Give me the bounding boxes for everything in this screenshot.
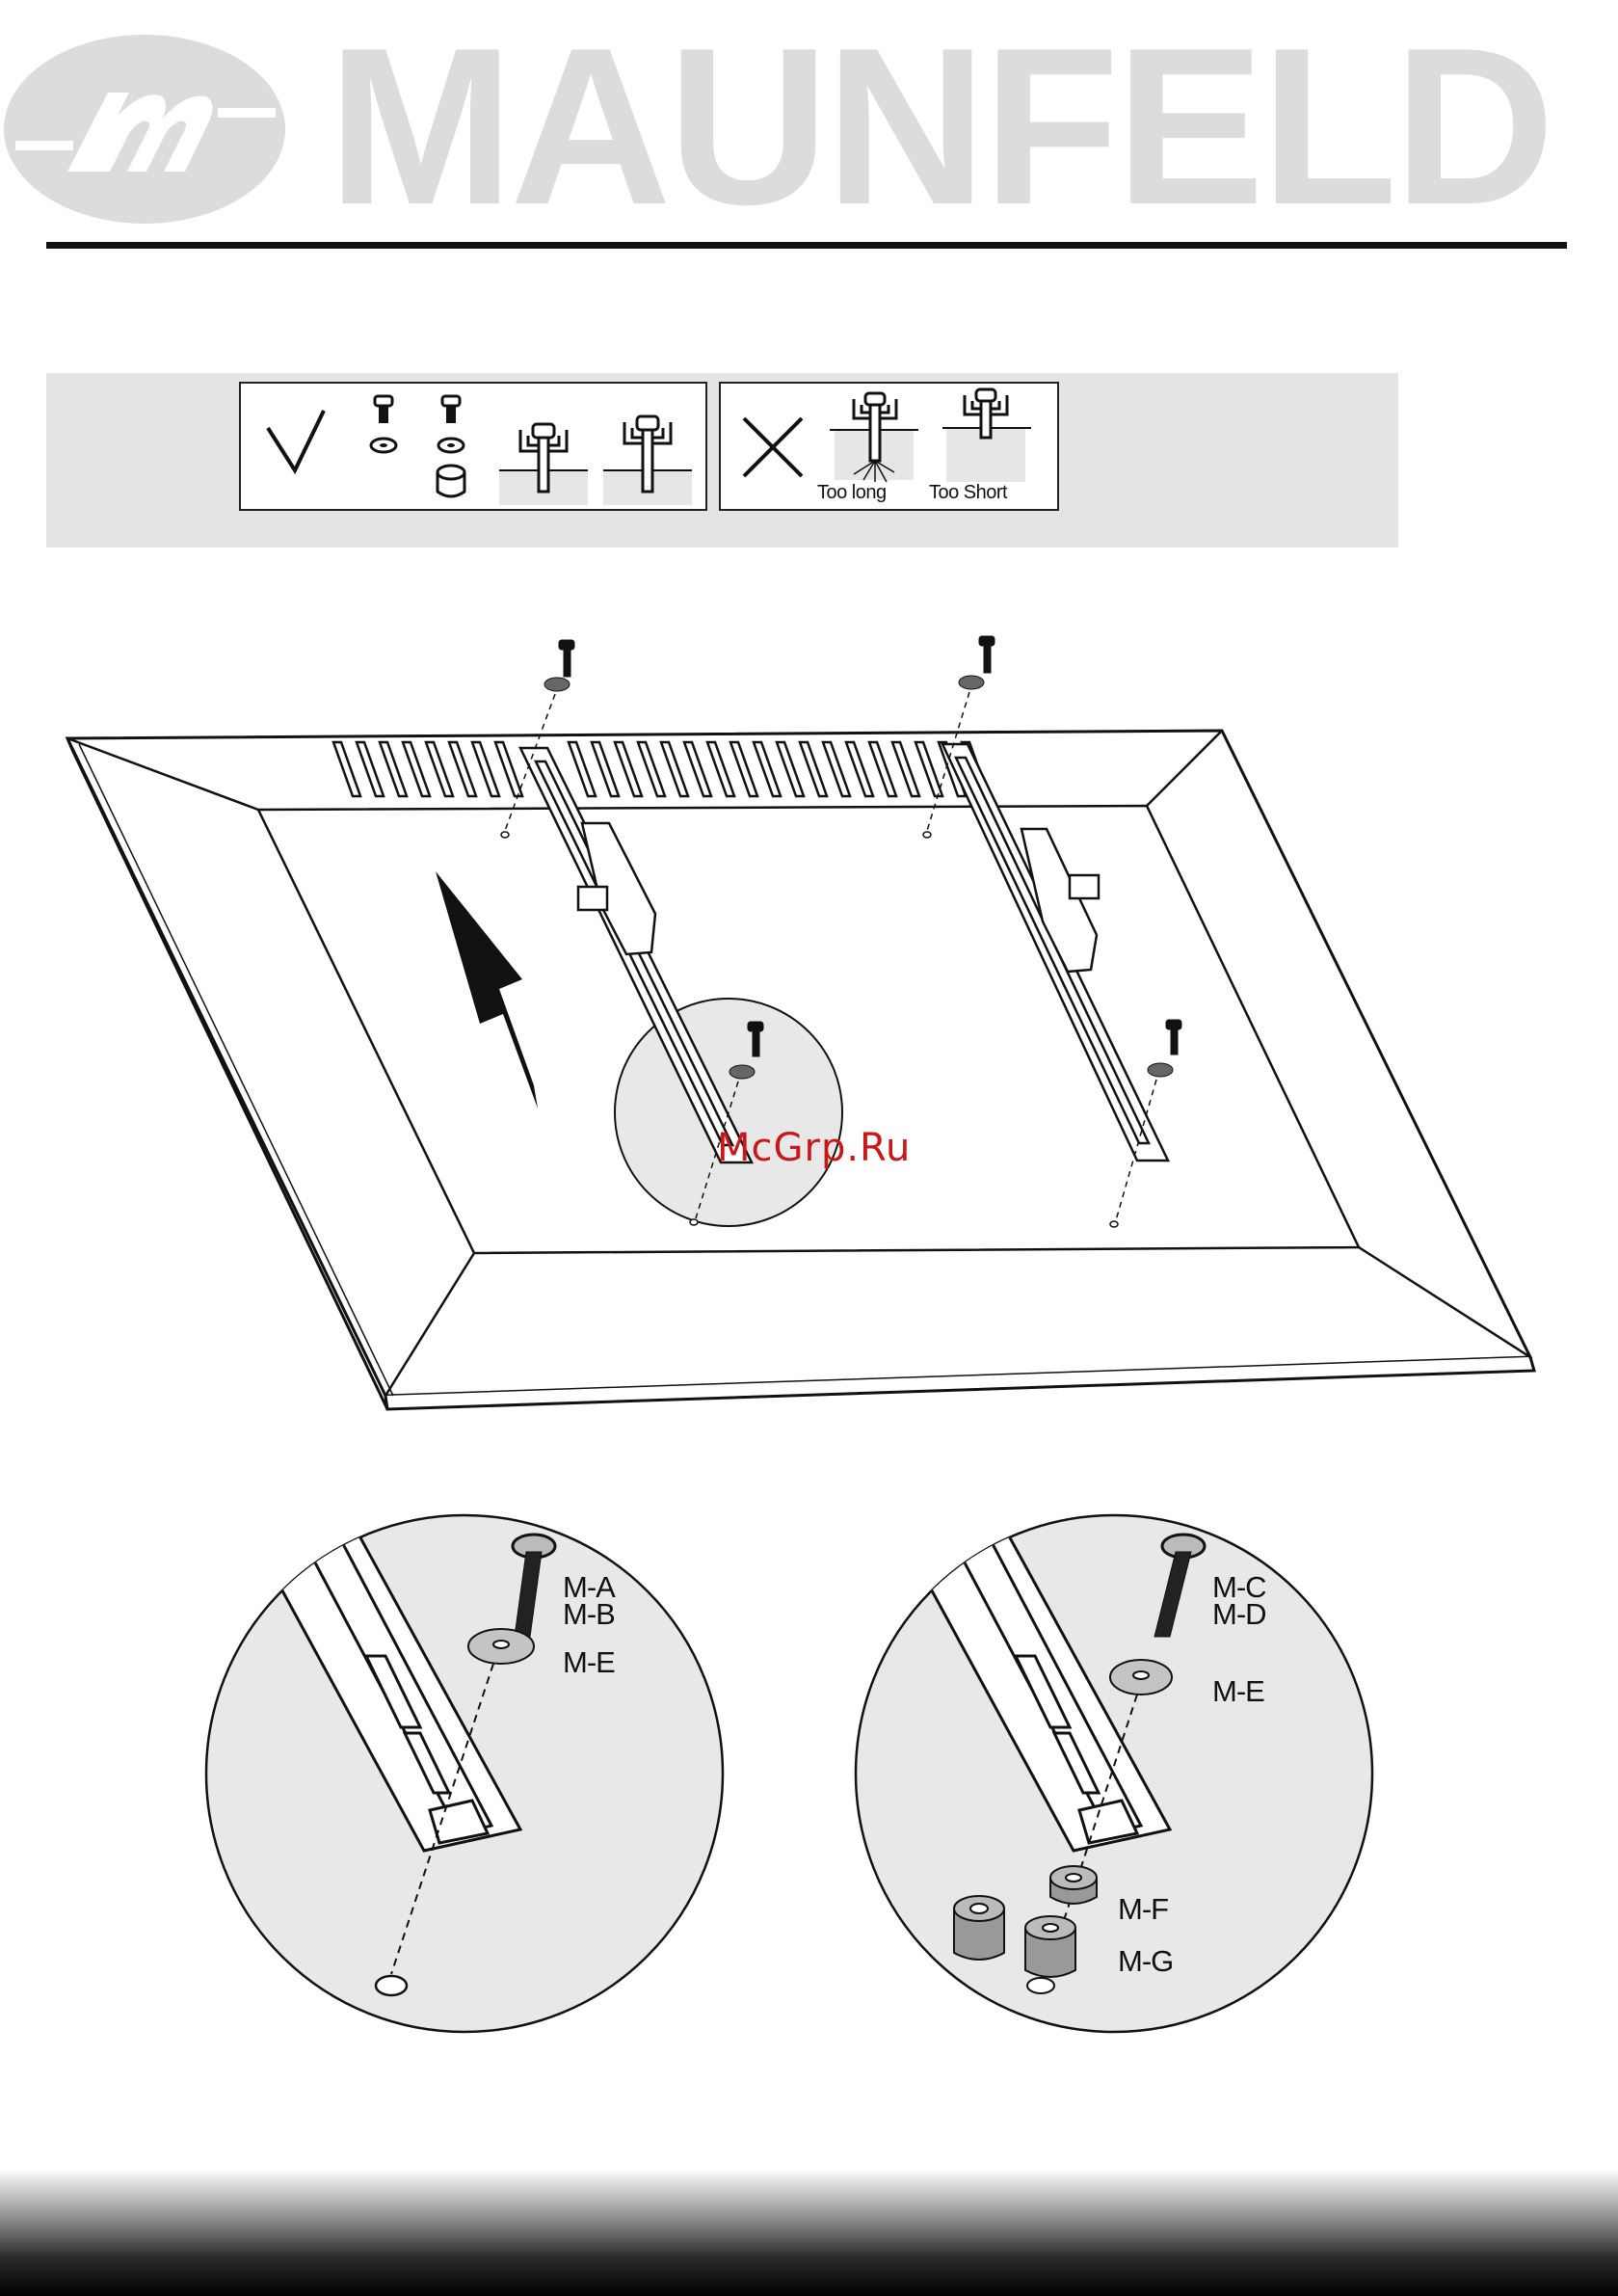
spacer-short-icon (1050, 1866, 1097, 1904)
mount-hole-icon (376, 1976, 407, 1995)
tv-back-illustration (0, 617, 1618, 1446)
label-m-g: M-G (1118, 1947, 1173, 1976)
correct-depth-icon (499, 424, 588, 505)
cross-icon (744, 418, 802, 476)
label-m-f: M-F (1118, 1895, 1168, 1924)
logo-emblem (4, 35, 285, 224)
label-m-b: M-B (563, 1600, 615, 1629)
footer-gradient (0, 2169, 1618, 2296)
check-icon (268, 411, 324, 470)
incorrect-screw-illustration (719, 382, 1059, 511)
too-short-caption: Too Short (929, 482, 1007, 504)
spacer-loose-icon (954, 1896, 1004, 1960)
too-long-caption: Too long (817, 482, 887, 504)
screw-with-spacer-icon (438, 396, 464, 496)
correct-screw-illustration (239, 382, 707, 511)
header-rule (46, 242, 1567, 249)
brand-wordmark: MAUNFELD (328, 12, 1552, 243)
spacer-long-icon (1025, 1916, 1075, 1977)
watermark-text: McGrp.Ru (717, 1126, 911, 1170)
correct-depth-icon (603, 416, 692, 505)
detail-right-illustration (852, 1511, 1376, 2036)
label-m-e-2: M-E (1212, 1677, 1264, 1706)
too-short-screw-icon (942, 389, 1031, 482)
too-long-screw-icon (830, 393, 918, 482)
mount-hole-icon (1027, 1978, 1054, 1993)
label-m-d: M-D (1212, 1600, 1266, 1629)
label-m-e: M-E (563, 1648, 615, 1677)
screw-icon (371, 396, 396, 452)
detail-left-illustration (202, 1511, 727, 2036)
